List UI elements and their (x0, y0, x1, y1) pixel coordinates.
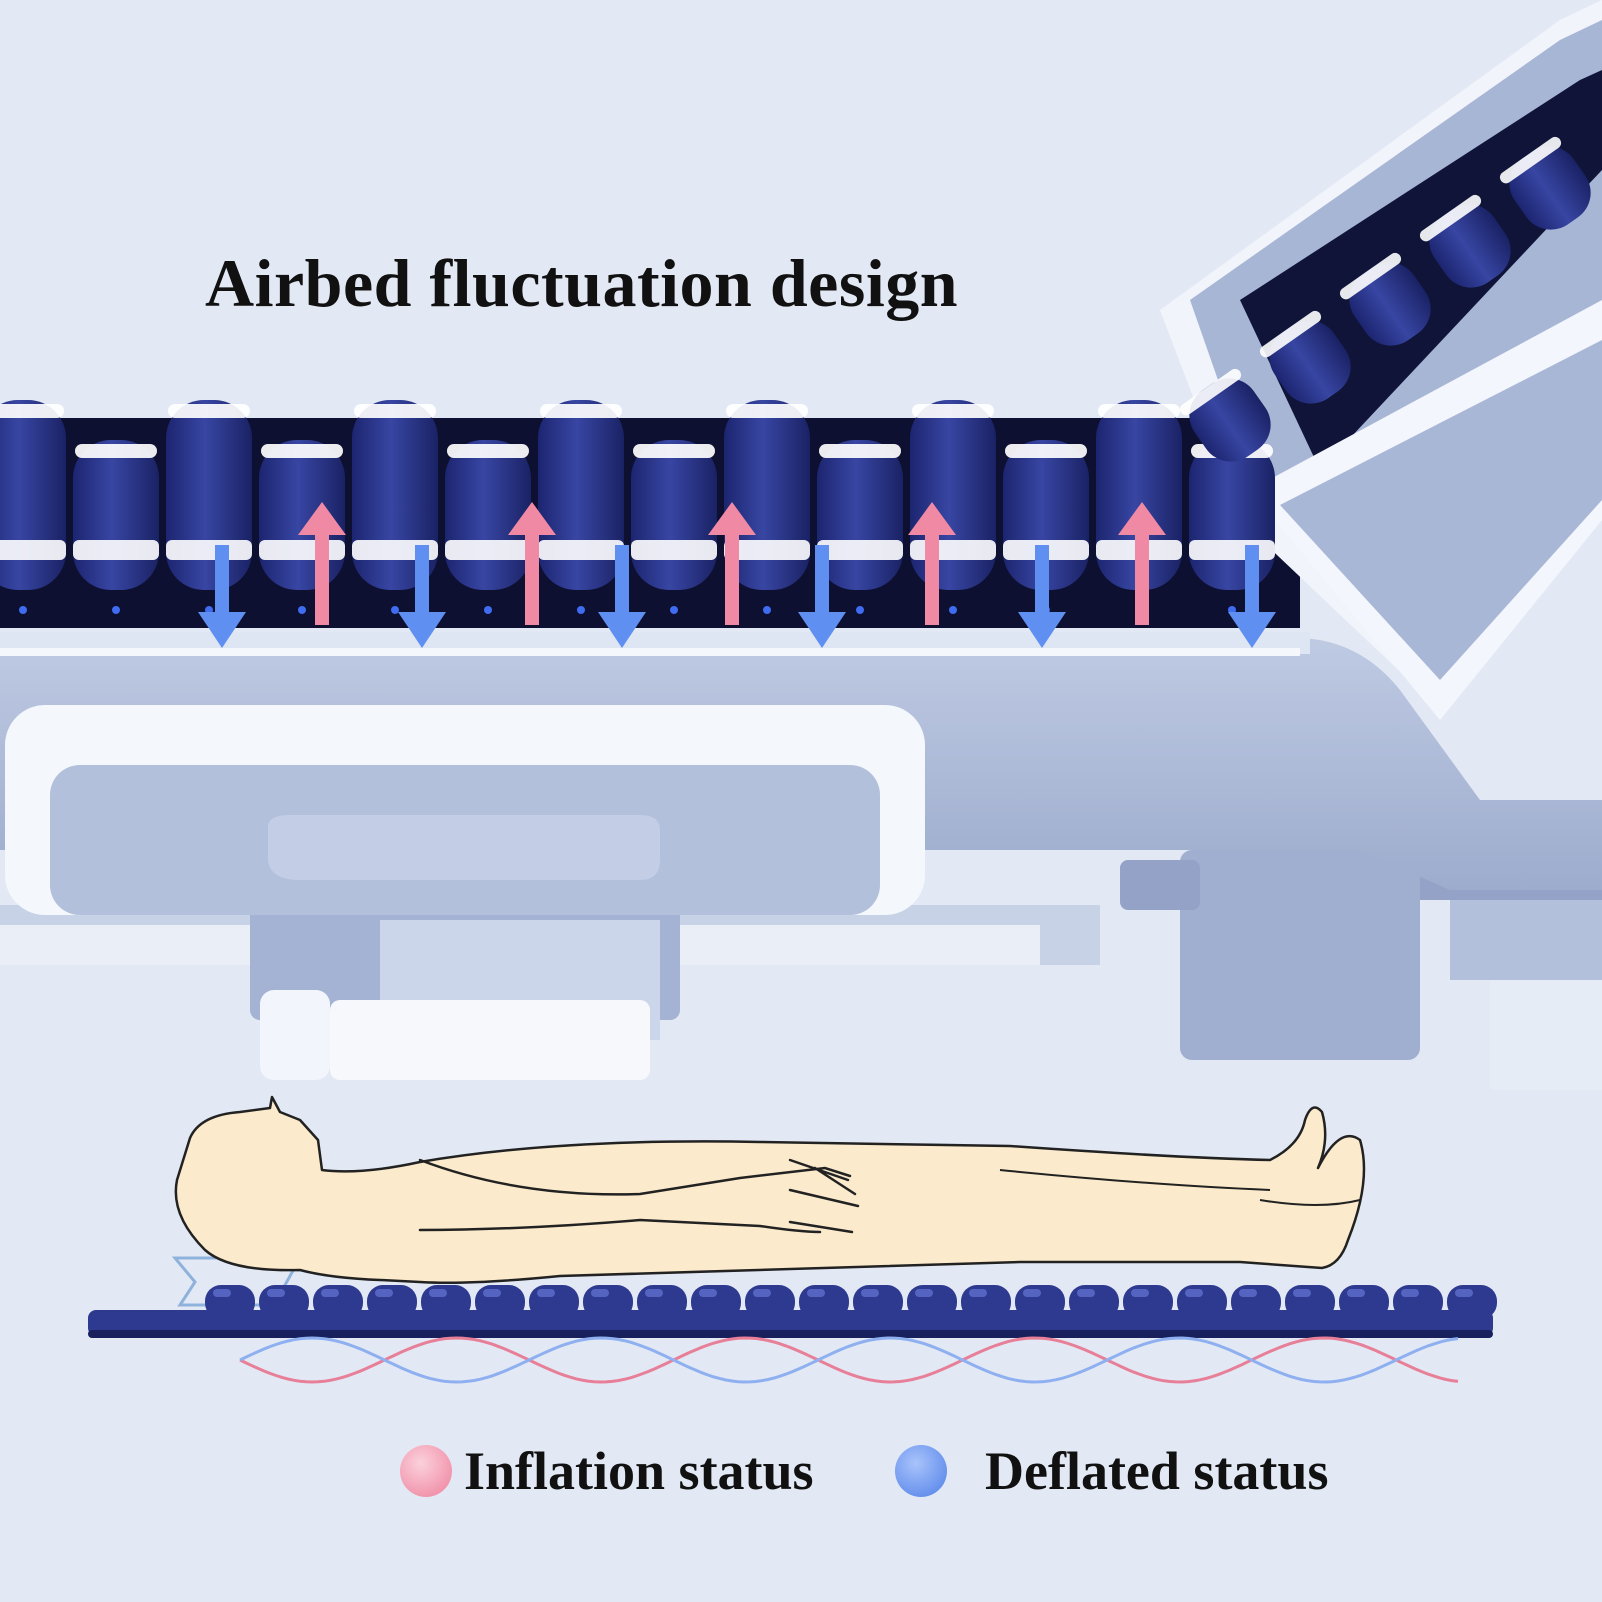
backrest-air-cell (1179, 368, 1271, 462)
arrow-down-icon (798, 545, 846, 648)
arrow-up-icon (708, 502, 756, 625)
arrow-down-icon (1018, 545, 1066, 648)
legend-label: Inflation status (464, 1441, 814, 1501)
arrow-down-icon (198, 545, 246, 648)
air-cell-inflated (0, 400, 66, 614)
patient-arm (418, 1158, 860, 1234)
mattress-base (88, 1310, 1493, 1336)
arrow-up-icon (1118, 502, 1166, 625)
arrow-up-icon (298, 502, 346, 625)
air-cell-inflated (538, 400, 624, 614)
air-cell-deflated (817, 440, 903, 614)
air-cell-inflated (724, 400, 810, 614)
inflation-wave (239, 1336, 1459, 1384)
fluctuation-arrows (198, 502, 1276, 648)
arrow-up-icon (508, 502, 556, 625)
arrow-down-icon (598, 545, 646, 648)
legend-item-inflation: Inflation status (400, 1440, 814, 1502)
air-cell-deflated (631, 440, 717, 614)
bed-chassis (0, 850, 1602, 1090)
legend: Inflation status Deflated status (400, 1440, 1400, 1520)
backrest-air-cell (1499, 136, 1591, 230)
arrow-down-icon (398, 545, 446, 648)
backrest-air-cell (1339, 252, 1431, 346)
air-cell-inflated (166, 400, 252, 614)
backrest-air-cells (1179, 136, 1591, 462)
legend-label: Deflated status (985, 1441, 1329, 1501)
backrest-air-cell (1419, 194, 1511, 288)
arrow-up-icon (908, 502, 956, 625)
arrow-down-icon (1228, 545, 1276, 648)
patient-body (174, 1095, 1366, 1284)
deflation-wave (239, 1336, 1459, 1384)
legend-item-deflated: Deflated status (895, 1440, 1328, 1502)
air-cell-deflated (73, 440, 159, 614)
air-cell-inflated (352, 400, 438, 614)
bed-frame (0, 632, 1602, 915)
air-cell-deflated (445, 440, 531, 614)
inflation-dot-icon (400, 1445, 452, 1497)
diagram-title: Airbed fluctuation design (205, 245, 959, 321)
backrest-air-cell (1259, 310, 1351, 404)
patient-diagram (88, 1095, 1497, 1384)
deflation-dot-icon (895, 1445, 947, 1497)
